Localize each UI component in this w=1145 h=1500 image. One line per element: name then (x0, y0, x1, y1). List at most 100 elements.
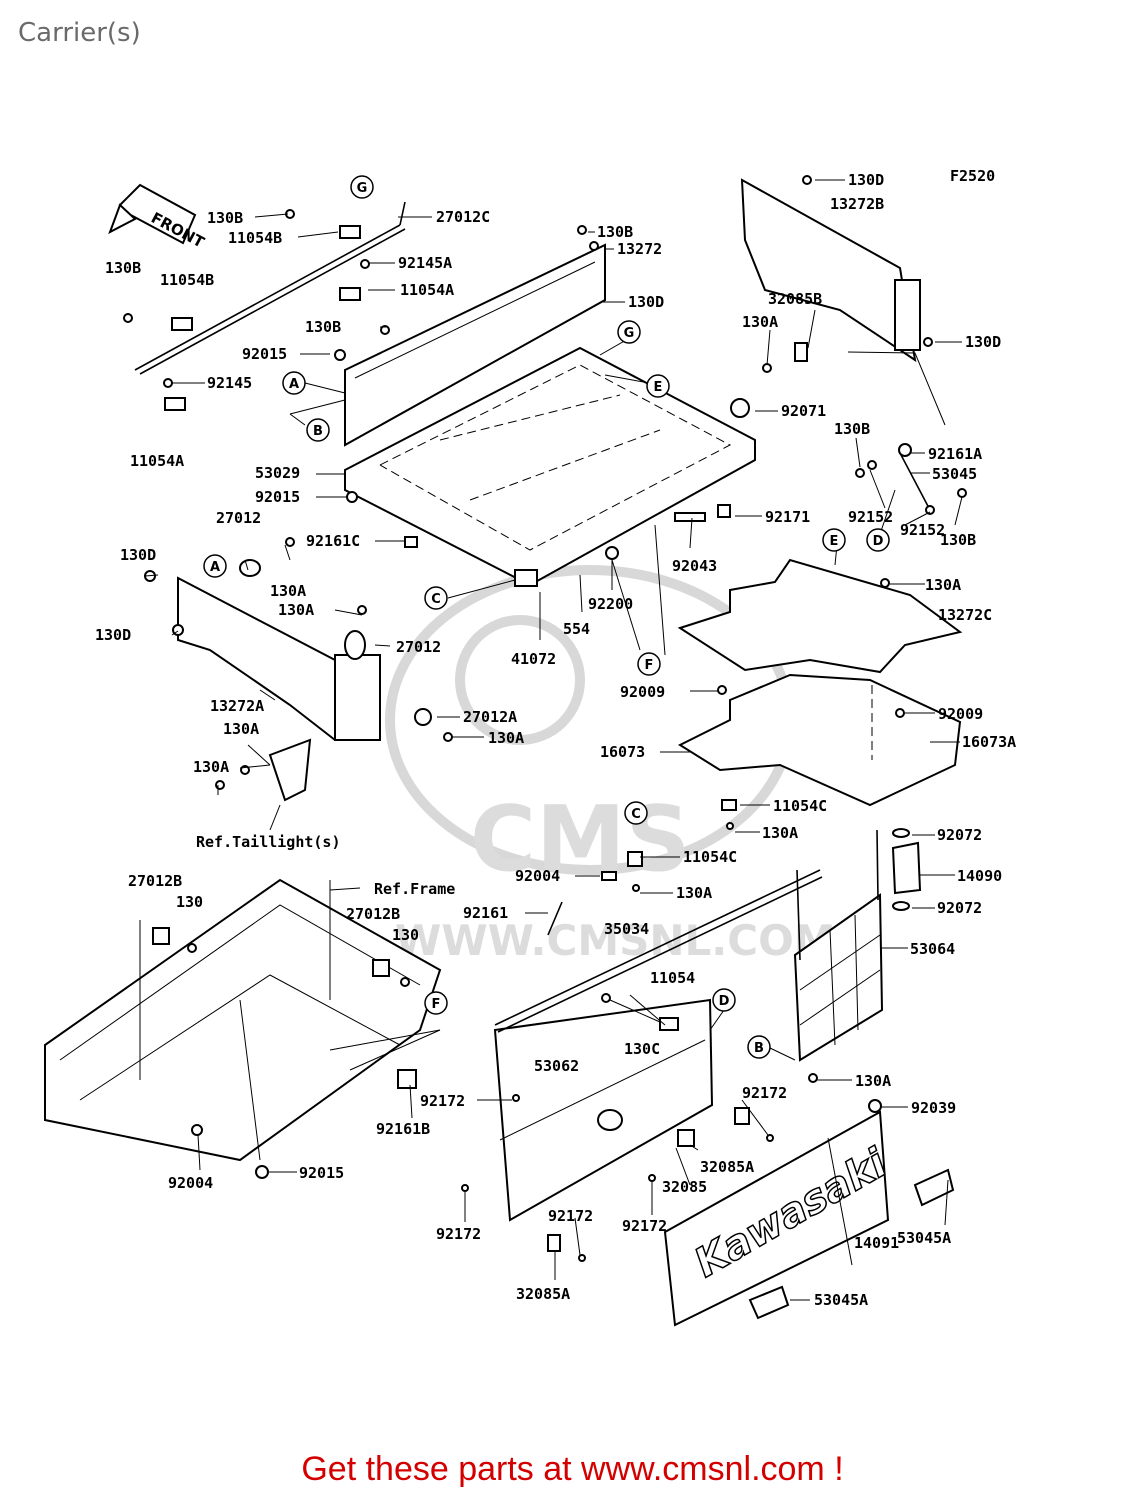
part-label: 130 (176, 893, 203, 911)
part-label: 130B (105, 259, 141, 277)
part-label: 92015 (299, 1164, 344, 1182)
hinge-and-strut (547, 799, 737, 936)
part-label: 92072 (937, 899, 982, 917)
part-label: 130A (855, 1072, 891, 1090)
callout-b2: B (747, 1035, 771, 1059)
part-label: 92172 (548, 1207, 593, 1225)
part-label: 130B (597, 223, 633, 241)
callout-f1: F (637, 652, 661, 676)
parts-diagram: CMS WWW.CMSNL.COM FRONT F2520 (44, 167, 1016, 1327)
part-label: 41072 (511, 650, 556, 668)
part-label: 92161C (306, 532, 360, 550)
callout-g2: G (617, 320, 641, 344)
callout-a1: A (282, 371, 306, 395)
callout-e2: E (822, 528, 846, 552)
part-label: 92171 (765, 508, 810, 526)
part-label: 11054B (160, 271, 214, 289)
part-label: 130A (193, 758, 229, 776)
part-label: 130B (305, 318, 341, 336)
part-label: 53045A (897, 1229, 951, 1247)
tailgate-cover: Kawasaki (663, 1099, 955, 1327)
part-label: 11054C (773, 797, 827, 815)
svg-text:D: D (719, 994, 730, 1009)
callout-d2: D (712, 988, 736, 1012)
part-label: 92015 (242, 345, 287, 363)
callout-c1: C (424, 586, 448, 610)
front-arrow-icon: FRONT (108, 183, 208, 252)
callout-e1: E (646, 374, 670, 398)
part-label: 92009 (620, 683, 665, 701)
part-label: 130A (270, 582, 306, 600)
part-label: 130D (120, 546, 156, 564)
svg-text:C: C (631, 807, 641, 822)
part-label: 14091 (854, 1234, 899, 1252)
part-label: 53029 (255, 464, 300, 482)
part-label: 130A (925, 576, 961, 594)
part-label: 11054C (683, 848, 737, 866)
floor-mats (677, 558, 963, 807)
part-label: 130D (95, 626, 131, 644)
part-label: 13272 (617, 240, 662, 258)
carrier-bed (344, 346, 756, 656)
part-label: 13272A (210, 697, 264, 715)
svg-text:F: F (432, 997, 441, 1012)
part-label: 92161 (463, 904, 508, 922)
svg-text:E: E (830, 534, 839, 549)
part-label: 92172 (742, 1084, 787, 1102)
part-label: 130A (223, 720, 259, 738)
ref-frame-label: Ref.Frame (374, 880, 455, 898)
carrier-rod (123, 201, 406, 411)
part-label: 14090 (957, 867, 1002, 885)
part-label: 92004 (515, 867, 560, 885)
part-label: 130A (488, 729, 524, 747)
part-label: 27012C (436, 208, 490, 226)
part-label: 32085A (700, 1158, 754, 1176)
part-label: 130B (940, 531, 976, 549)
figure-code: F2520 (950, 167, 995, 185)
part-label: 130A (278, 601, 314, 619)
cargo-net (793, 828, 922, 1083)
part-label: 92172 (436, 1225, 481, 1243)
part-label: 130A (676, 884, 712, 902)
part-label: 32085A (516, 1285, 570, 1303)
part-label: 92161B (376, 1120, 430, 1138)
part-label: 27012B (346, 905, 400, 923)
watermark-logo: CMS (470, 787, 690, 892)
callout-f2: F (424, 991, 448, 1015)
part-label: 92009 (938, 705, 983, 723)
part-label: 92145 (207, 374, 252, 392)
svg-text:C: C (431, 592, 441, 607)
part-label: 130A (762, 824, 798, 842)
part-label: 53045 (932, 465, 977, 483)
part-label: 92172 (420, 1092, 465, 1110)
svg-text:B: B (313, 424, 323, 439)
part-label: 53062 (534, 1057, 579, 1075)
part-label: 130D (628, 293, 664, 311)
footer-link[interactable]: Get these parts at www.cmsnl.com ! (301, 1450, 844, 1488)
svg-text:E: E (654, 380, 663, 395)
part-label: 13272B (830, 195, 884, 213)
part-label: 92200 (588, 595, 633, 613)
part-label: 92043 (672, 557, 717, 575)
part-label: 130B (834, 420, 870, 438)
part-label: 92152 (848, 508, 893, 526)
part-label: 130D (965, 333, 1001, 351)
page-title: Carrier(s) (18, 18, 141, 48)
callout-a2: A (203, 554, 227, 578)
tailgate (461, 869, 823, 1262)
svg-text:G: G (357, 181, 368, 196)
part-label: 130B (207, 209, 243, 227)
part-label: 27012 (216, 509, 261, 527)
part-label: 11054 (650, 969, 695, 987)
left-side-panel (144, 537, 453, 802)
part-label: 53045A (814, 1291, 868, 1309)
svg-text:A: A (210, 560, 220, 575)
part-label: 27012 (396, 638, 441, 656)
ref-taillight-label: Ref.Taillight(s) (196, 833, 341, 851)
part-label: 11054A (400, 281, 454, 299)
part-label: 32085B (768, 290, 822, 308)
part-label: 11054B (228, 229, 282, 247)
svg-text:D: D (873, 534, 884, 549)
part-label: 92004 (168, 1174, 213, 1192)
part-label: 11054A (130, 452, 184, 470)
